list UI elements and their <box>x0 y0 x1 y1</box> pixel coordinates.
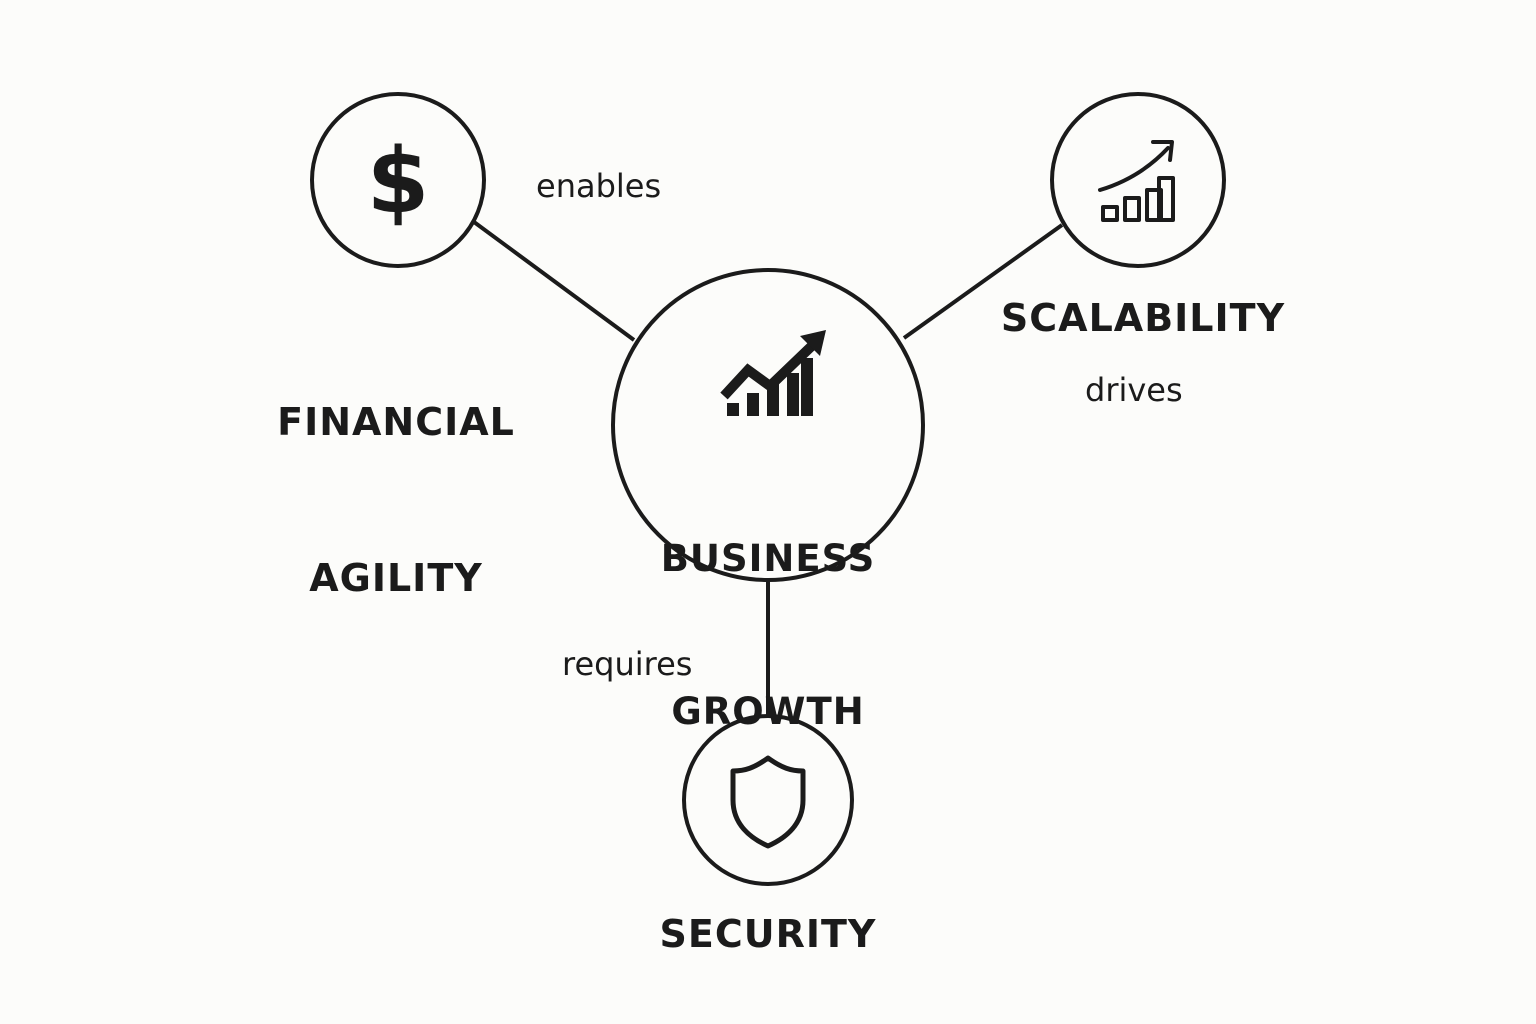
financial-title-line1: FINANCIAL <box>277 400 515 444</box>
security-node-title: SECURITY <box>659 912 877 956</box>
scalability-node-title: SCALABILITY <box>1000 296 1286 340</box>
trend-bars-icon <box>1098 140 1175 222</box>
center-title-line2: GROWTH <box>671 690 865 733</box>
growth-chart-icon <box>720 330 826 416</box>
edge-label-drives: drives <box>1085 371 1183 409</box>
scalability-node-circle <box>1050 92 1226 268</box>
financial-node-circle <box>310 92 486 268</box>
center-node-title: BUSINESS GROWTH <box>620 431 916 839</box>
financial-node-title: FINANCIAL AGILITY <box>246 292 546 708</box>
edge-label-requires: requires <box>562 645 693 683</box>
dollar-icon: $ <box>367 129 430 234</box>
center-node-circle <box>611 268 925 582</box>
connector-financial <box>472 220 636 342</box>
connector-scalability <box>902 223 1064 340</box>
center-title-line1: BUSINESS <box>660 537 876 580</box>
shield-icon <box>730 755 806 849</box>
security-node-circle <box>682 714 854 886</box>
financial-title-line2: AGILITY <box>309 556 483 600</box>
edge-label-enables: enables <box>536 167 662 205</box>
